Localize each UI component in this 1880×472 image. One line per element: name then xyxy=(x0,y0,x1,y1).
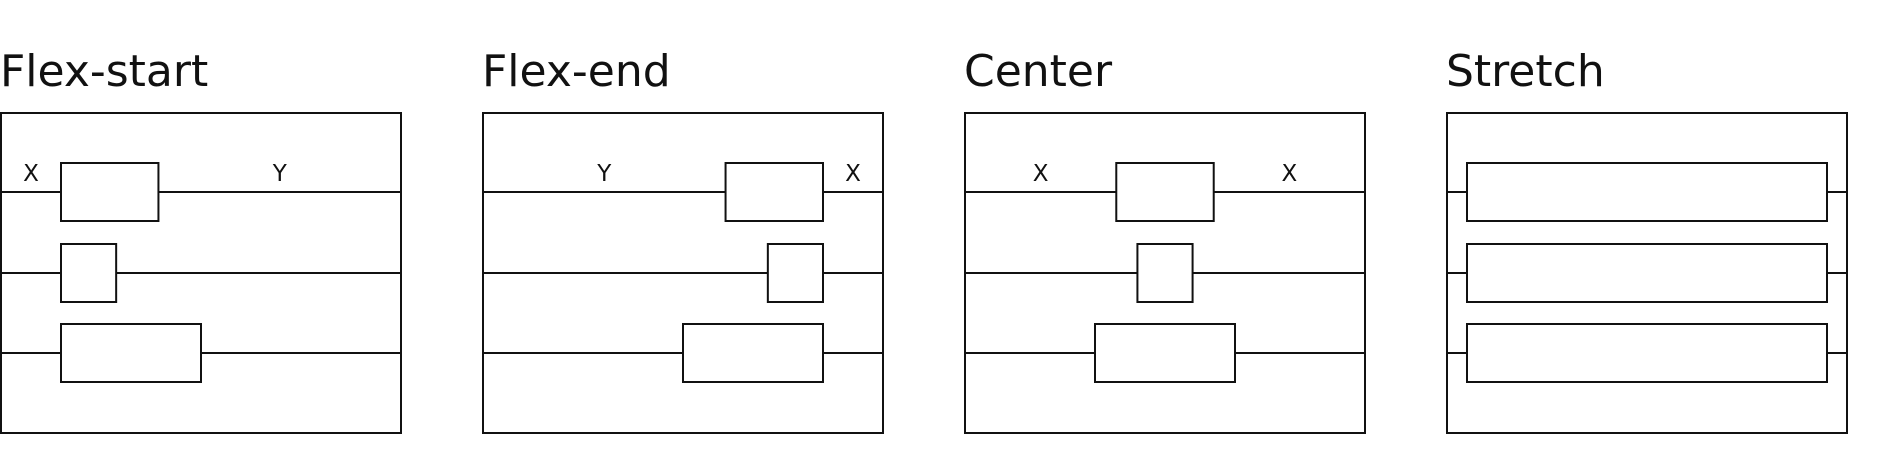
flex-item-1 xyxy=(1466,162,1828,222)
gap-label-left: Y xyxy=(596,161,612,187)
flex-item-3 xyxy=(1466,323,1828,383)
flex-item-2 xyxy=(1136,243,1194,303)
gap-label-right: X xyxy=(1281,161,1297,187)
flex-item-3 xyxy=(682,323,824,383)
flex-item-2 xyxy=(766,243,825,303)
panel-title: Stretch xyxy=(1446,46,1605,97)
flex-item-1 xyxy=(1115,162,1215,222)
flex-item-2 xyxy=(1466,243,1828,303)
flex-item-1 xyxy=(724,162,824,222)
gap-label-right: X xyxy=(845,161,861,187)
flex-item-2 xyxy=(60,243,118,303)
flex-item-3 xyxy=(60,323,202,383)
panel-stretch: Stretch xyxy=(1446,46,1848,434)
gap-label-right: Y xyxy=(272,161,288,187)
flex-item-3 xyxy=(1094,323,1236,383)
flex-item-1 xyxy=(60,162,160,222)
panel-title: Center xyxy=(964,46,1113,97)
gap-label-left: X xyxy=(23,161,39,187)
panel-title: Flex-end xyxy=(482,46,671,97)
panel-title: Flex-start xyxy=(0,46,208,97)
gap-label-left: X xyxy=(1033,161,1049,187)
